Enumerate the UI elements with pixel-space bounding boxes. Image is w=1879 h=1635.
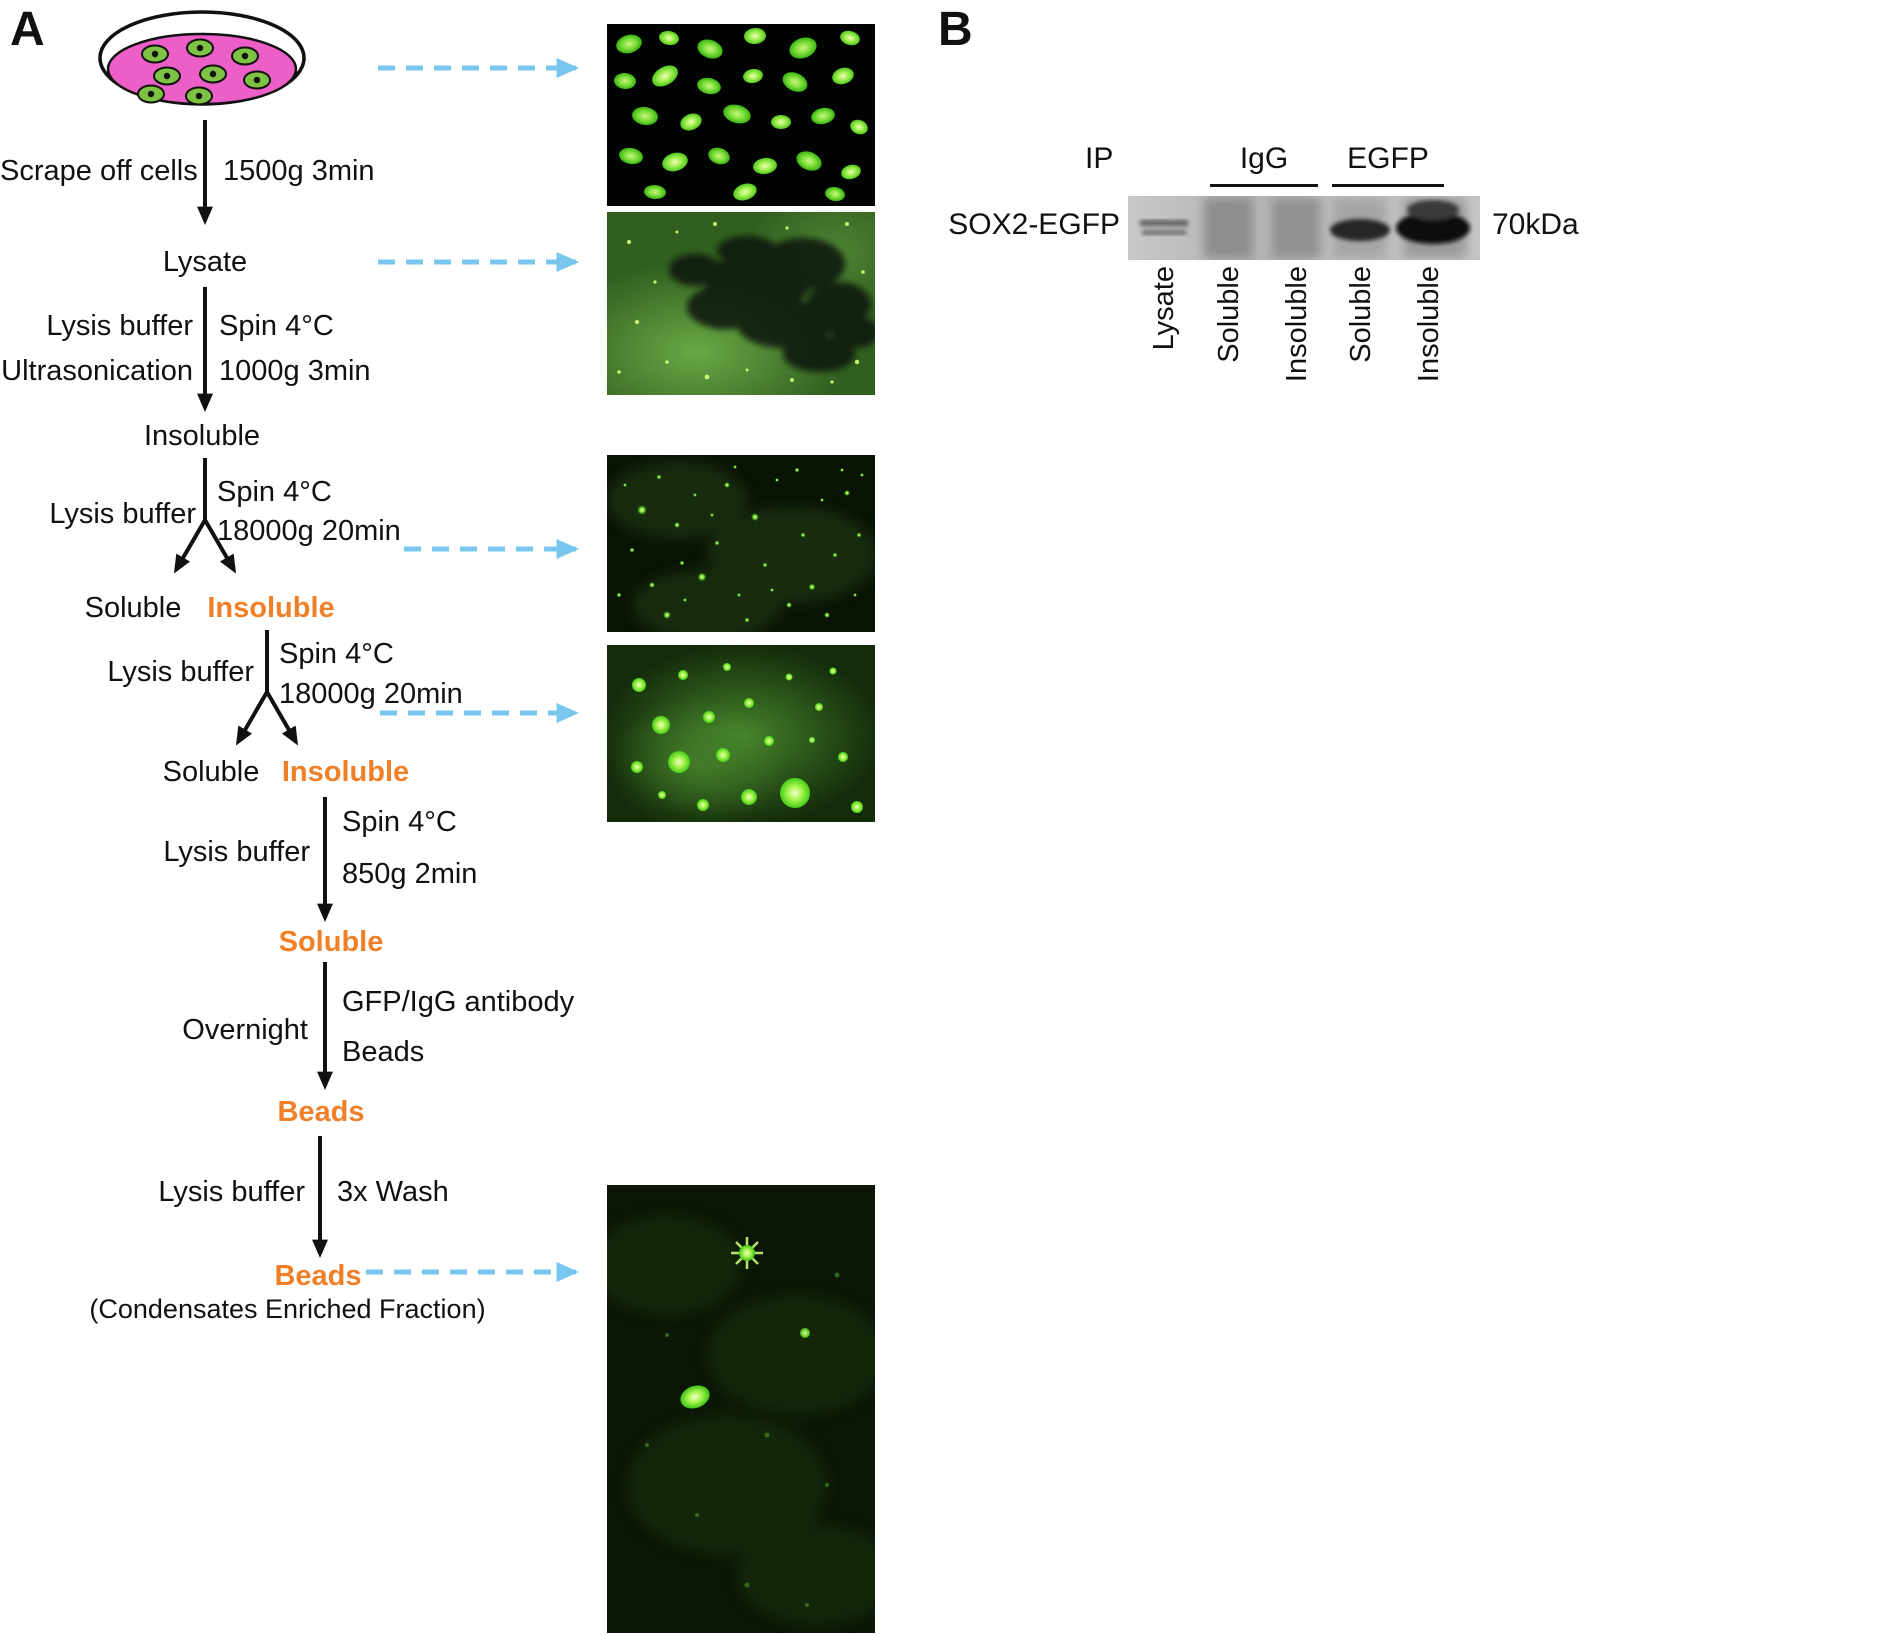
ip-label: IP — [1085, 142, 1114, 175]
step2-left-label-2: Ultrasonication — [1, 355, 193, 387]
western-blot — [1128, 196, 1480, 265]
lane-label-soluble-egfp: Soluble — [1345, 266, 1377, 363]
flow-arrow-lines — [173, 120, 333, 1259]
node-soluble-3: Soluble — [278, 926, 384, 958]
step2-right-label-1: Spin 4°C — [219, 310, 334, 342]
micrograph-condensates — [607, 645, 875, 822]
protein-label: SOX2-EGFP — [948, 208, 1120, 241]
cells-on-dish — [137, 38, 271, 106]
egfp-group-underline — [1332, 184, 1444, 187]
step3-left-label: Lysis buffer — [49, 498, 196, 530]
step6-left-label: Overnight — [182, 1014, 308, 1046]
micrograph-enriched-fraction-image — [607, 1185, 875, 1633]
micrograph-condensates-image — [607, 645, 875, 822]
micrograph-insoluble-puncta-image — [607, 455, 875, 632]
micrograph-lysate-image — [607, 212, 875, 395]
group-egfp-label: EGFP — [1347, 142, 1429, 175]
petri-dish-illustration — [95, 6, 310, 131]
lane-label-insoluble-igg: Insoluble — [1281, 266, 1313, 383]
panel-a-label: A — [10, 3, 45, 56]
node-insoluble-2: Insoluble — [207, 592, 335, 624]
step4-left-label: Lysis buffer — [107, 656, 254, 688]
lysate-bands — [1140, 220, 1188, 235]
egfp-bands — [1330, 200, 1470, 244]
lane-label-soluble-igg: Soluble — [1213, 266, 1245, 363]
dashed-pointer-arrows — [366, 58, 579, 1282]
step2-left-label-1: Lysis buffer — [46, 310, 193, 342]
step1-right-label: 1500g 3min — [223, 155, 375, 187]
node-soluble-2: Soluble — [162, 756, 260, 788]
micrograph-enriched-fraction — [607, 1185, 875, 1633]
step2-right-label-2: 1000g 3min — [219, 355, 371, 387]
petri-dish-icon — [98, 10, 306, 106]
node-lysate: Lysate — [162, 246, 248, 278]
step6-right-label-2: Beads — [342, 1036, 425, 1068]
step6-right-label-1: GFP/IgG antibody — [342, 986, 575, 1018]
node-beads-2: Beads — [274, 1260, 362, 1292]
step4-right-label-2: 18000g 20min — [279, 678, 463, 710]
node-beads-1: Beads — [277, 1096, 365, 1128]
step4-right-label-1: Spin 4°C — [279, 638, 394, 670]
step7-left-label: Lysis buffer — [158, 1176, 305, 1208]
step5-left-label: Lysis buffer — [163, 836, 310, 868]
group-igg-label: IgG — [1239, 142, 1289, 175]
node-soluble-1: Soluble — [84, 592, 182, 624]
western-blot-image — [1128, 196, 1480, 260]
step5-right-label-2: 850g 2min — [342, 858, 478, 890]
node-beads-2-note: (Condensates Enriched Fraction) — [89, 1294, 486, 1324]
step3-right-label-1: Spin 4°C — [217, 476, 332, 508]
micrograph-lysate — [607, 212, 875, 395]
panel-b-label: B — [938, 3, 973, 56]
node-insoluble-1: Insoluble — [143, 420, 261, 452]
micrograph-nuclei-image — [607, 24, 875, 206]
step3-right-label-2: 18000g 20min — [217, 515, 401, 547]
node-insoluble-3: Insoluble — [281, 756, 410, 788]
micrograph-nuclei — [607, 24, 875, 206]
micrograph-insoluble-puncta — [607, 455, 875, 632]
marker-label: 70kDa — [1492, 208, 1579, 241]
lane-label-insoluble-egfp: Insoluble — [1413, 266, 1445, 383]
step7-right-label: 3x Wash — [337, 1176, 449, 1208]
step1-left-label: Scrape off cells — [0, 155, 198, 187]
step5-right-label-1: Spin 4°C — [342, 806, 457, 838]
lane-label-lysate: Lysate — [1148, 266, 1180, 351]
igg-group-underline — [1210, 184, 1318, 187]
